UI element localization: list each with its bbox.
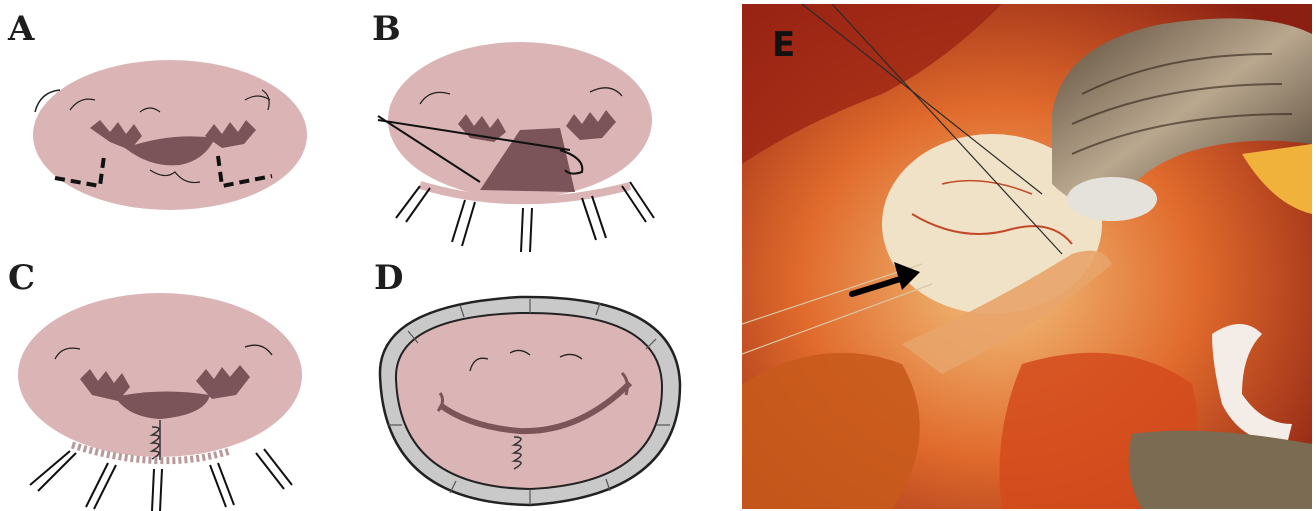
panel-b: B: [360, 0, 700, 255]
surgical-photo: [742, 4, 1312, 509]
photo-panel-e: E: [742, 4, 1312, 509]
valve-diagram-c: [0, 255, 340, 511]
valve-diagram-a: [0, 0, 340, 250]
panel-d: D: [360, 255, 700, 511]
panel-c: C: [0, 255, 340, 511]
valve-diagram-b: [360, 0, 700, 255]
panel-e-label: E: [772, 28, 795, 62]
panel-a: A: [0, 0, 340, 250]
valve-diagram-d: [360, 255, 700, 511]
